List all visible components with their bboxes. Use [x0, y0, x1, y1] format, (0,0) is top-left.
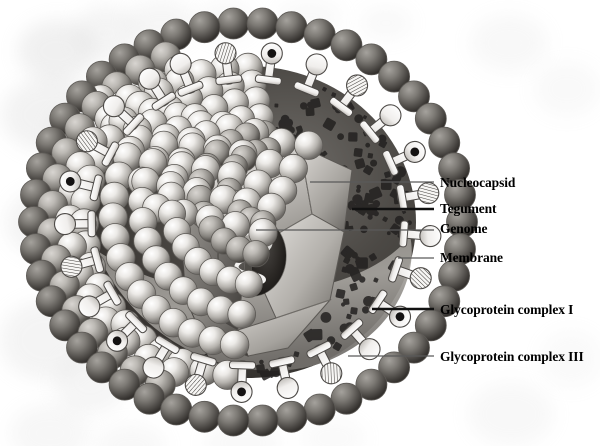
membrane-sphere — [428, 285, 461, 318]
label-glycoprotein-complex-iii: Glycoprotein complex III — [440, 349, 584, 364]
membrane-sphere — [293, 130, 324, 160]
membrane-sphere — [330, 29, 363, 62]
membrane-sphere — [108, 368, 141, 401]
glycoprotein-spike-i — [106, 310, 148, 352]
membrane-sphere — [86, 351, 118, 384]
label-glycoprotein-complex-i: Glycoprotein complex I — [440, 302, 574, 317]
glycoprotein-spike-plain — [102, 95, 145, 136]
glycoprotein-spike-iii — [75, 130, 120, 167]
membrane-sphere — [330, 382, 363, 415]
membrane-sphere — [398, 331, 430, 364]
membrane-sphere — [242, 240, 270, 268]
membrane-sphere — [133, 382, 166, 415]
label-leader-lines — [256, 181, 434, 357]
membrane-sphere — [217, 7, 250, 40]
membrane-sphere — [414, 102, 447, 135]
membrane-sphere — [160, 393, 193, 426]
glycoprotein-spike-plain — [138, 67, 177, 111]
glycoprotein-spike-i — [368, 289, 412, 328]
glycoprotein-spike-plain — [142, 335, 180, 379]
membrane-sphere — [227, 299, 257, 329]
membrane-sphere — [66, 331, 98, 364]
glycoprotein-spike-plain — [340, 318, 381, 361]
glycoprotein-spike-plain — [398, 220, 442, 248]
glycoprotein-spike-plain — [78, 280, 122, 318]
membrane-sphere — [275, 400, 308, 433]
glycoprotein-spike-iii — [214, 42, 243, 86]
membrane-sphere — [398, 80, 430, 113]
label-genome: Genome — [440, 221, 488, 236]
glycoprotein-spike-i — [382, 140, 426, 176]
label-tegument: Tegument — [440, 201, 497, 216]
glycoprotein-spike-layer — [53, 42, 442, 403]
label-nucleocapsid: Nucleocapsid — [440, 175, 516, 190]
glycoprotein-spike-iii — [395, 182, 440, 212]
membrane-sphere — [303, 18, 336, 51]
membrane-sphere — [188, 11, 221, 44]
glycoprotein-spike-plain — [359, 104, 402, 144]
membrane-sphere — [188, 400, 221, 433]
glycoprotein-spike-i — [254, 42, 283, 86]
membrane-sphere — [303, 393, 336, 426]
membrane-sphere — [234, 269, 263, 298]
membrane-sphere — [355, 368, 388, 401]
membrane-sphere — [219, 329, 250, 360]
glycoprotein-spike-plain — [169, 52, 204, 97]
glycoprotein-spike-iii — [306, 340, 343, 385]
glycoprotein-spike-plain — [53, 210, 97, 238]
membrane-sphere — [378, 60, 411, 93]
label-membrane: Membrane — [440, 250, 503, 265]
glycoprotein-spike-iii — [184, 352, 217, 396]
glycoprotein-spike-iii — [329, 74, 369, 118]
glycoprotein-spike-iii — [60, 246, 105, 278]
membrane-sphere — [246, 7, 279, 40]
membrane-sphere — [217, 404, 250, 437]
membrane-sphere — [355, 43, 388, 76]
membrane-sphere — [275, 11, 308, 44]
glycoprotein-spike-iii — [387, 256, 432, 290]
membrane-sphere — [378, 351, 411, 384]
glycoprotein-spike-plain — [268, 355, 299, 399]
glycoprotein-spike-i — [228, 360, 257, 403]
membrane-sphere — [246, 404, 279, 437]
glycoprotein-spike-plain — [293, 53, 328, 98]
glycoprotein-spike-i — [59, 170, 103, 202]
